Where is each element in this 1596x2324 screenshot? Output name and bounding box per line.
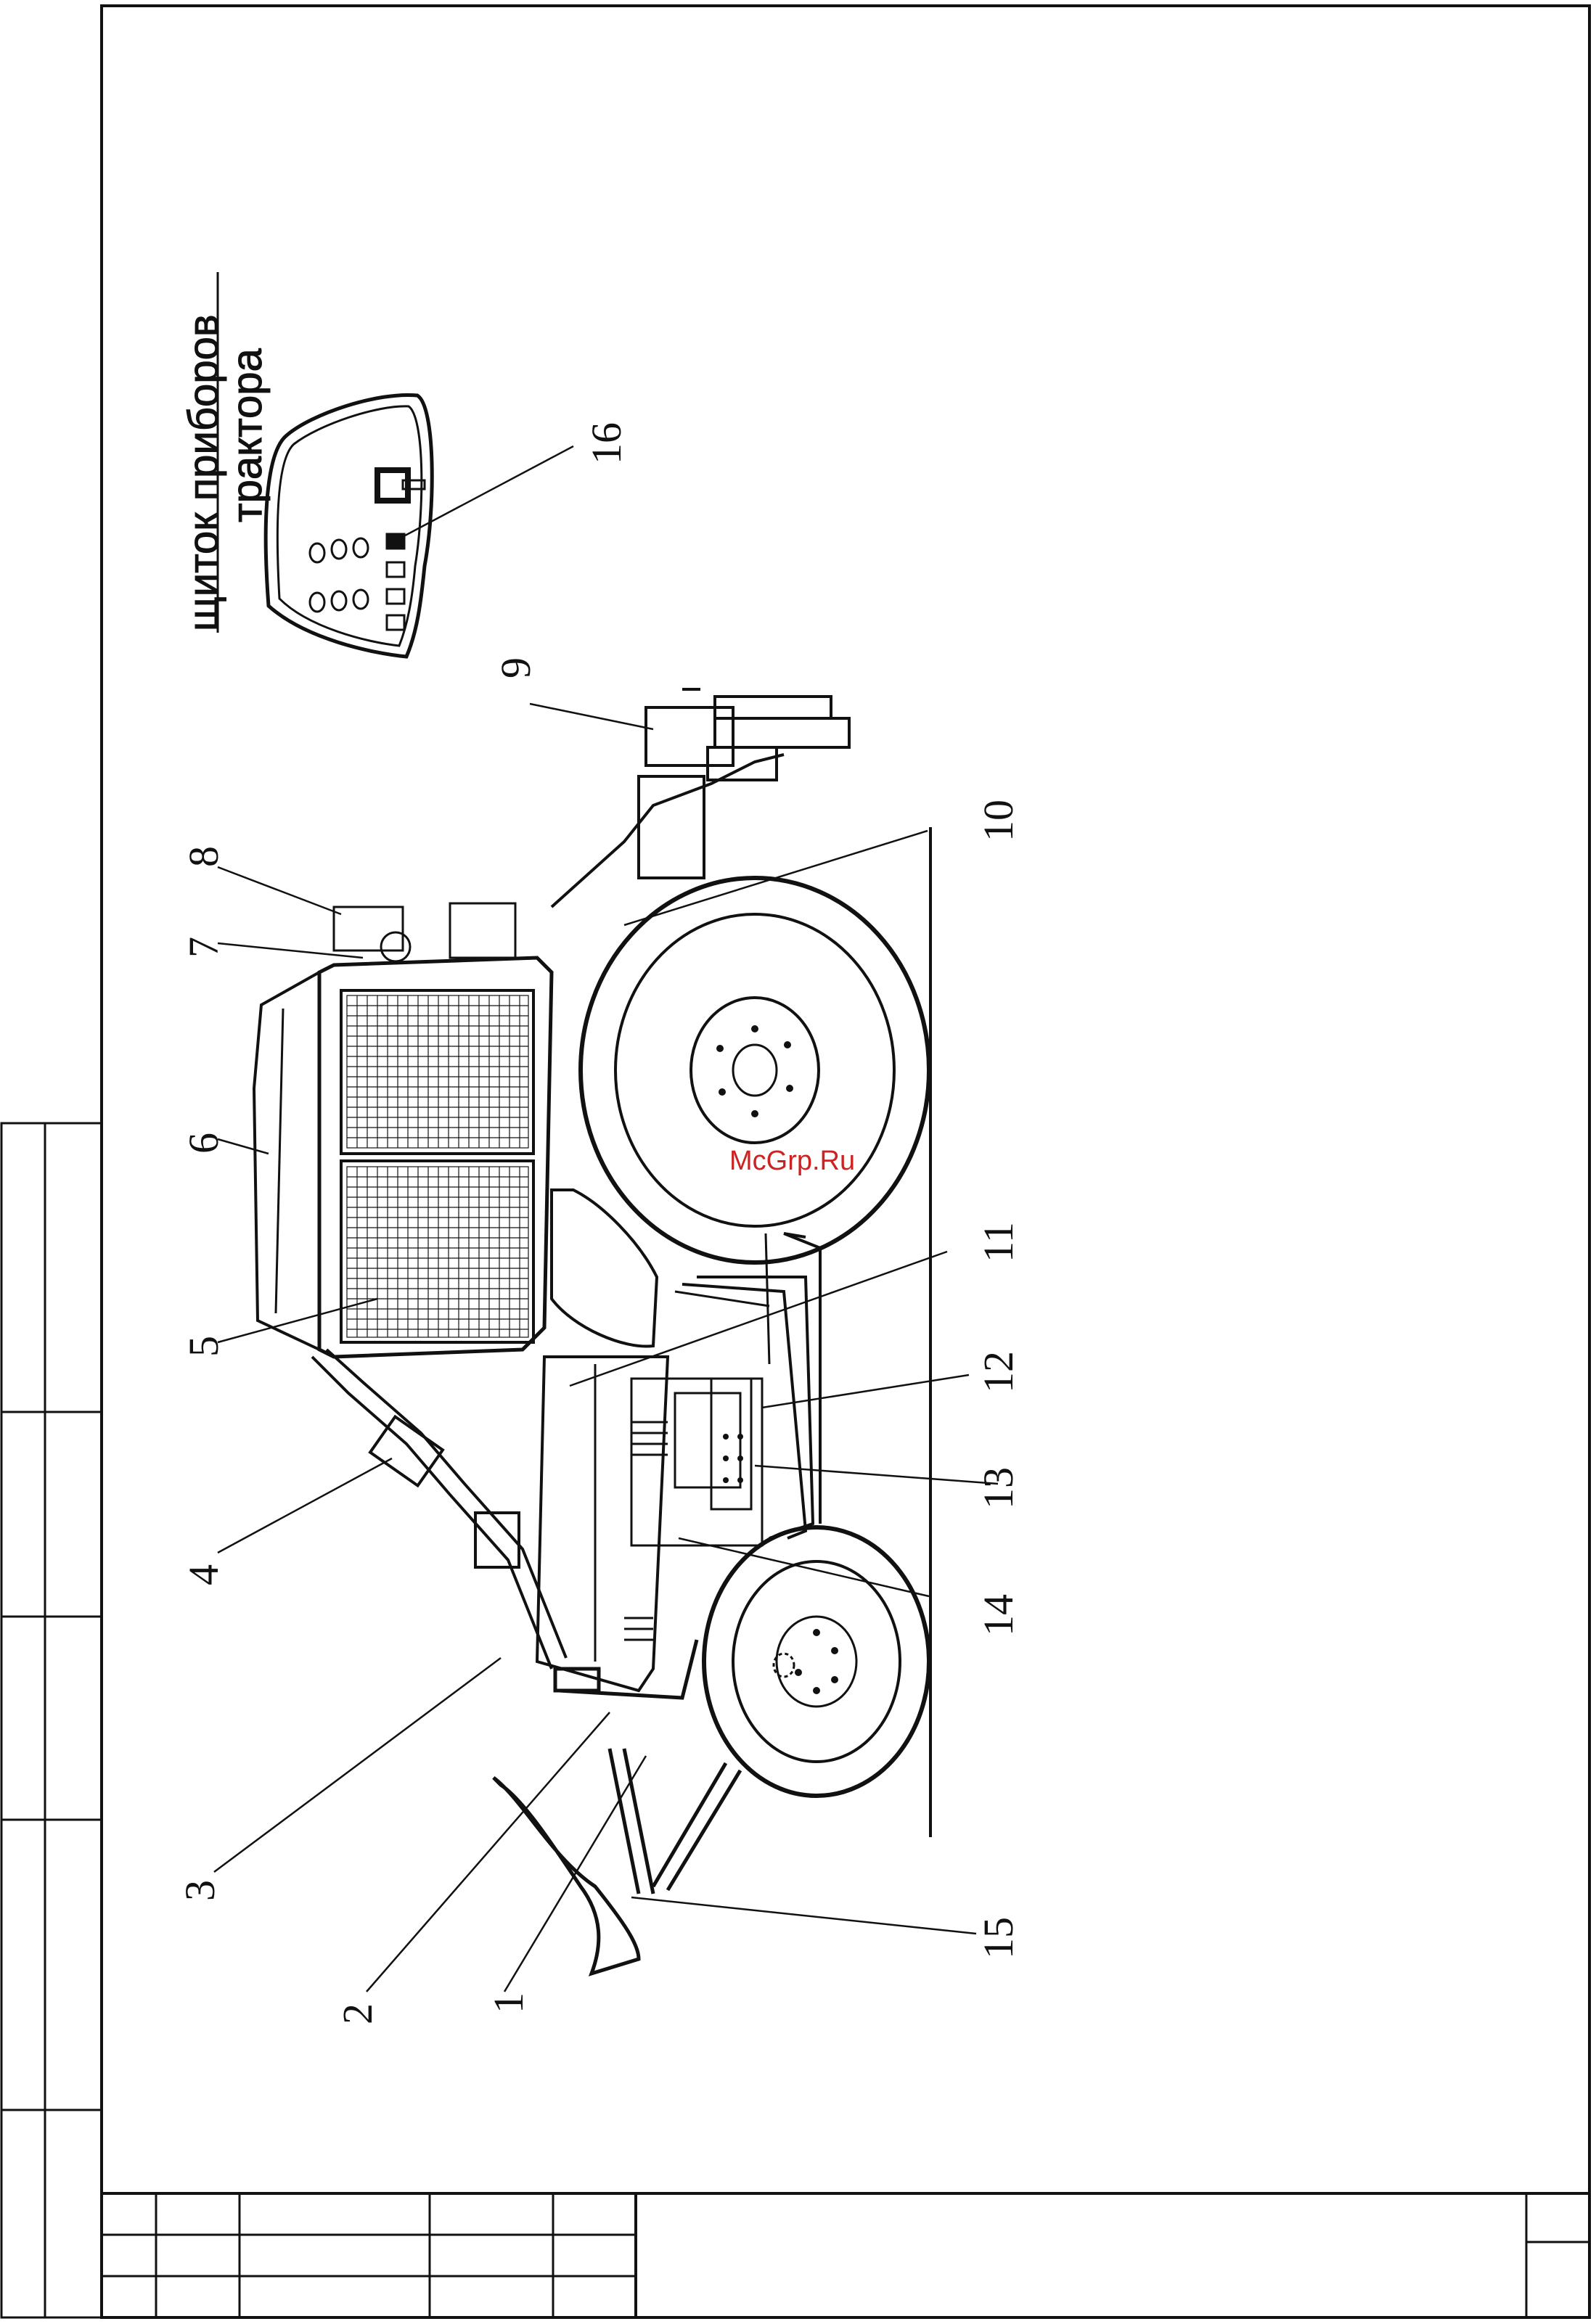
callout-2: 2 (334, 2003, 381, 2024)
callout-6: 6 (180, 1133, 227, 1154)
title-block (102, 2193, 1589, 2317)
callout-11: 11 (975, 1222, 1022, 1262)
dozer-blade (494, 1640, 740, 1974)
panel-gauges (310, 538, 368, 612)
watermark: McGrp.Ru (729, 1146, 855, 1176)
callout-4: 4 (180, 1564, 227, 1585)
callout-13: 13 (975, 1467, 1022, 1509)
hood-chassis (537, 1233, 820, 1691)
tractor-assembly (254, 689, 929, 1974)
callout-8: 8 (180, 846, 227, 867)
callout-1: 1 (485, 1992, 532, 2013)
callout-12: 12 (975, 1351, 1022, 1393)
callout-16: 16 (583, 422, 630, 464)
callout-15: 15 (975, 1917, 1022, 1959)
rear-wheel (581, 878, 929, 1262)
rear-lights-block (334, 903, 515, 961)
cab-mesh-front (347, 1167, 528, 1337)
left-stamp-strip (1, 1123, 102, 2317)
callout-labels: 1 2 3 4 5 6 7 8 9 10 11 12 13 14 15 16 (176, 422, 1022, 2024)
cab-mesh-rear (347, 995, 528, 1148)
rear-hitch (552, 689, 849, 907)
front-wheel (704, 1527, 929, 1796)
instrument-panel-inset: щиток приборов трактора (180, 272, 432, 657)
exhaust-pipe (312, 1350, 566, 1669)
panel-title-line2: трактора (224, 348, 271, 522)
panel-title-line1: щиток приборов (180, 314, 227, 631)
frame-rail (697, 1233, 813, 1538)
cab (254, 958, 552, 1357)
callout-10: 10 (975, 800, 1022, 842)
panel-switches (387, 534, 404, 630)
callout-3: 3 (176, 1880, 224, 1901)
leader-lines (214, 446, 998, 1992)
callout-5: 5 (180, 1336, 227, 1357)
callout-9: 9 (492, 657, 539, 678)
callout-14: 14 (975, 1594, 1022, 1636)
callout-7: 7 (180, 937, 227, 958)
